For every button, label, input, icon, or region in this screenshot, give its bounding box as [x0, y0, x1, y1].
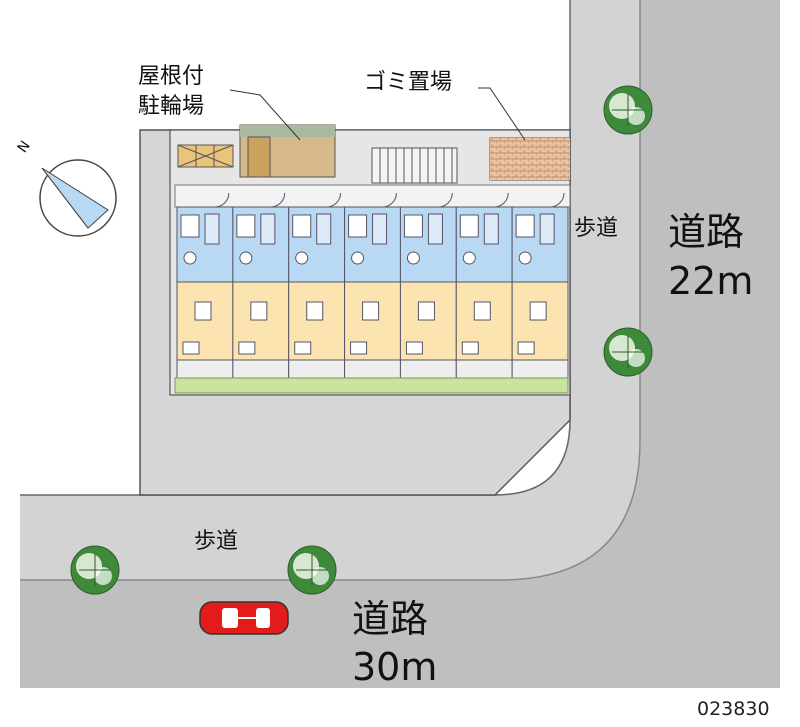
- staircase: [371, 147, 458, 184]
- car-icon: [199, 601, 289, 635]
- tree-icon: [603, 85, 653, 135]
- corridor: [174, 184, 571, 208]
- apartment-unit: [344, 192, 401, 379]
- street-trees: [70, 85, 653, 595]
- garbage-area-label: ゴミ置場: [364, 70, 453, 95]
- apartment-unit: [232, 192, 290, 379]
- greenery-strip: [174, 377, 569, 394]
- apartment-unit: [176, 192, 234, 379]
- apartment-unit: [288, 192, 346, 379]
- road-south-width: 30m: [352, 645, 438, 689]
- garbage-leader-line: [478, 87, 526, 141]
- garbage-area: [489, 137, 571, 181]
- road-east-width: 22m: [668, 259, 754, 303]
- tree-icon: [603, 327, 653, 377]
- apartment-units: [176, 192, 569, 379]
- tree-icon: [287, 545, 337, 595]
- apartment-unit: [455, 192, 513, 379]
- tree-icon: [70, 545, 120, 595]
- bicycle-parking-label: 屋根付 駐輪場: [138, 64, 205, 119]
- road-east-name: 道路: [668, 210, 745, 254]
- property-code: 023830: [697, 698, 770, 720]
- sidewalk-band: [20, 0, 640, 580]
- road-south-name: 道路: [352, 597, 429, 641]
- sidewalk-east-label: 歩道: [574, 216, 619, 241]
- bike-leader-line: [229, 89, 301, 141]
- bicycle-parking-area: [177, 124, 336, 178]
- apartment-unit: [399, 192, 457, 379]
- apartment-unit: [511, 192, 569, 379]
- sidewalk-south-label: 歩道: [194, 529, 239, 554]
- lot-edge-line: [20, 0, 571, 496]
- curb-line: [20, 0, 641, 581]
- north-arrow-compass: [39, 159, 117, 237]
